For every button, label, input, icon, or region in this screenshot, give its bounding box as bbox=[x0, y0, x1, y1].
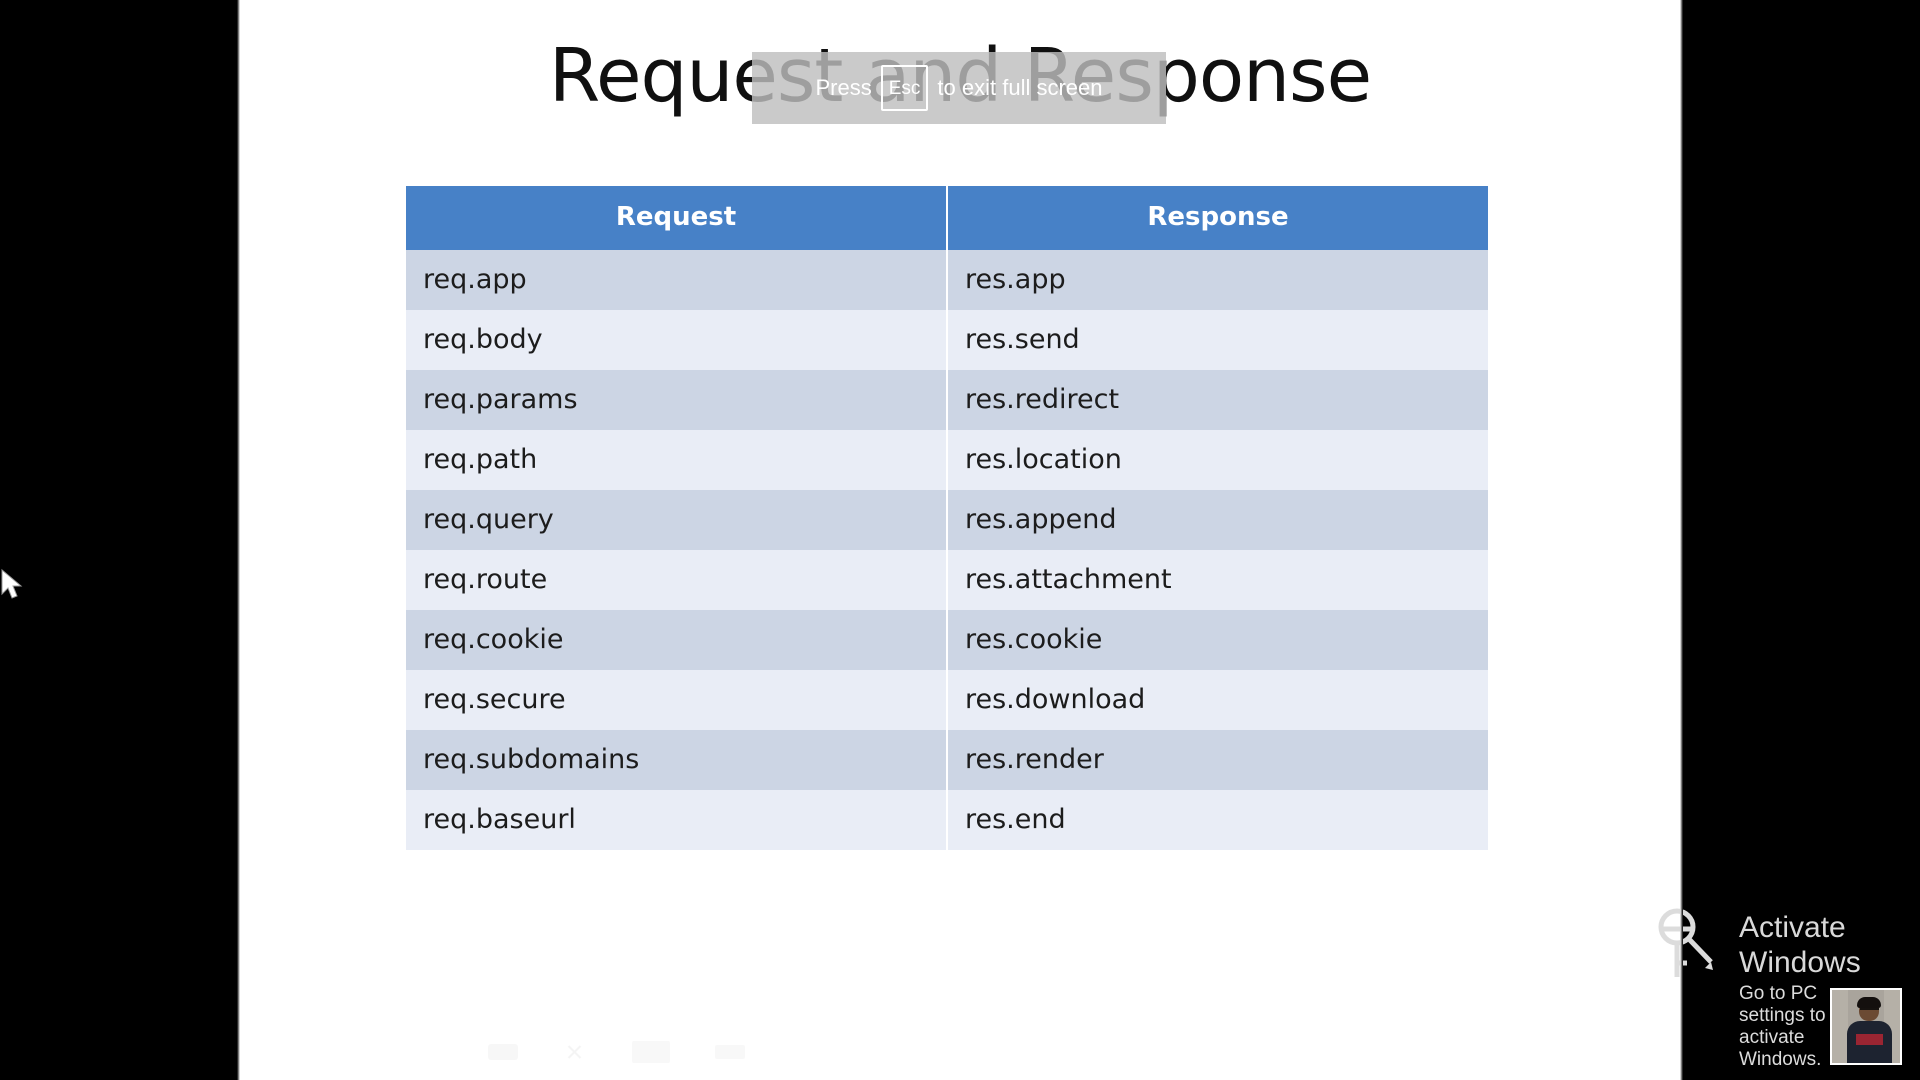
watermark-title: Activate Windows bbox=[1739, 911, 1861, 979]
presenter-controls-toolbar[interactable] bbox=[488, 1040, 745, 1064]
table-row: req.route res.attachment bbox=[406, 550, 1488, 610]
table-row: req.cookie res.cookie bbox=[406, 610, 1488, 670]
webcam-person-glasses bbox=[1860, 1008, 1879, 1013]
cell-response: res.append bbox=[947, 490, 1488, 550]
cell-response: res.cookie bbox=[947, 610, 1488, 670]
activate-windows-watermark: Activate Windows Go to PC settings to ac… bbox=[1655, 905, 1861, 1071]
esc-key-badge: Esc bbox=[880, 65, 929, 111]
arrows-expand-icon[interactable] bbox=[563, 1040, 587, 1064]
table-row: req.app res.app bbox=[406, 250, 1488, 310]
table-row: req.subdomains res.render bbox=[406, 730, 1488, 790]
table-row: req.query res.append bbox=[406, 490, 1488, 550]
pen-icon[interactable] bbox=[488, 1044, 518, 1060]
exit-fullscreen-hint-prefix: Press bbox=[815, 75, 872, 100]
table-row: req.path res.location bbox=[406, 430, 1488, 490]
exit-fullscreen-hint-suffix: to exit full screen bbox=[937, 75, 1103, 100]
table-body: req.app res.app req.body res.send req.pa… bbox=[406, 250, 1488, 850]
cell-response: res.redirect bbox=[947, 370, 1488, 430]
watermark-subtitle: Go to PC settings to activate Windows. bbox=[1739, 983, 1826, 1070]
webcam-shirt-logo bbox=[1856, 1034, 1883, 1045]
cell-request: req.params bbox=[406, 370, 948, 430]
slide-canvas: Request and Response Press Esc to exit f… bbox=[237, 0, 1861, 1080]
table-row: req.body res.send bbox=[406, 310, 1488, 370]
webcam-person-hair bbox=[1857, 997, 1881, 1008]
mouse-pointer bbox=[1, 568, 23, 599]
cell-request: req.route bbox=[406, 550, 948, 610]
cell-request: req.query bbox=[406, 490, 948, 550]
ellipsis-icon[interactable] bbox=[715, 1045, 745, 1059]
cell-response: res.app bbox=[947, 250, 1488, 310]
cell-response: res.end bbox=[947, 790, 1488, 850]
table-header-row: Request Response bbox=[406, 186, 1488, 250]
column-header-request: Request bbox=[406, 186, 948, 250]
cell-request: req.subdomains bbox=[406, 730, 948, 790]
cell-response: res.send bbox=[947, 310, 1488, 370]
exit-fullscreen-hint: Press Esc to exit full screen bbox=[752, 52, 1166, 124]
table-row: req.params res.redirect bbox=[406, 370, 1488, 430]
screen-icon[interactable] bbox=[632, 1041, 670, 1063]
cell-response: res.download bbox=[947, 670, 1488, 730]
cell-request: req.body bbox=[406, 310, 948, 370]
cell-response: res.attachment bbox=[947, 550, 1488, 610]
request-response-table: Request Response req.app res.app req.bod… bbox=[406, 186, 1488, 850]
table-row: req.secure res.download bbox=[406, 670, 1488, 730]
key-icon bbox=[1655, 905, 1717, 983]
cell-request: req.path bbox=[406, 430, 948, 490]
cell-response: res.location bbox=[947, 430, 1488, 490]
webcam-wall-left bbox=[1832, 990, 1848, 1063]
column-header-response: Response bbox=[947, 186, 1488, 250]
presenter-webcam-thumbnail[interactable] bbox=[1830, 988, 1902, 1065]
cell-request: req.cookie bbox=[406, 610, 948, 670]
cell-request: req.baseurl bbox=[406, 790, 948, 850]
table-row: req.baseurl res.end bbox=[406, 790, 1488, 850]
cell-response: res.render bbox=[947, 730, 1488, 790]
cell-request: req.app bbox=[406, 250, 948, 310]
cell-request: req.secure bbox=[406, 670, 948, 730]
